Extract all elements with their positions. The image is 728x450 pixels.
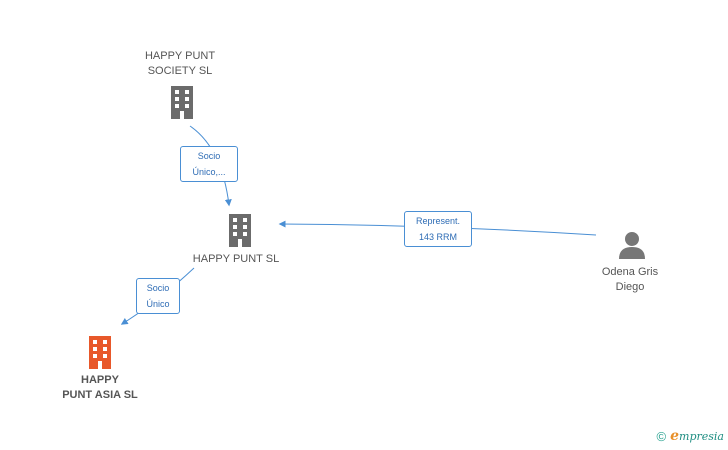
copyright-icon: ©	[656, 428, 667, 444]
building-icon[interactable]	[224, 212, 256, 248]
node-asia-line1: HAPPY	[81, 374, 119, 386]
node-society-line2: SOCIETY SL	[147, 65, 213, 77]
node-society-label[interactable]: HAPPY PUNT SOCIETY SL	[120, 49, 240, 79]
building-icon[interactable]	[166, 84, 198, 120]
edge-label-line1: Represent.	[415, 216, 461, 226]
building-icon[interactable]	[84, 334, 116, 370]
edge-label-line1: Socio	[197, 151, 221, 161]
node-person-label[interactable]: Odena Gris Diego	[570, 265, 690, 295]
edge-label-line2: Único,...	[192, 167, 226, 177]
node-punt-label[interactable]: HAPPY PUNT SL	[176, 252, 296, 267]
edge-label-punt-to-asia[interactable]: Socio Único	[136, 278, 180, 314]
node-asia-label[interactable]: HAPPY PUNT ASIA SL	[40, 373, 160, 403]
empresia-logo[interactable]: empresia	[670, 428, 724, 444]
node-person-line1: Odena Gris	[601, 266, 659, 278]
edge-label-line2: Único	[146, 299, 170, 309]
edge-label-society-to-punt[interactable]: Socio Único,...	[180, 146, 238, 182]
brand-footer: © empresia	[657, 428, 724, 444]
node-asia-line2: PUNT ASIA SL	[62, 389, 138, 401]
edge-label-line2: 143 RRM	[418, 232, 457, 242]
brand-initial: e	[670, 428, 680, 444]
brand-rest: mpresia	[679, 430, 724, 443]
node-punt-line1: HAPPY PUNT SL	[192, 253, 280, 265]
node-person-line2: Diego	[615, 281, 645, 293]
person-icon[interactable]	[617, 230, 647, 260]
edge-label-line1: Socio	[146, 283, 170, 293]
edge-label-person-to-punt[interactable]: Represent. 143 RRM	[404, 211, 472, 247]
node-society-line1: HAPPY PUNT	[144, 50, 216, 62]
